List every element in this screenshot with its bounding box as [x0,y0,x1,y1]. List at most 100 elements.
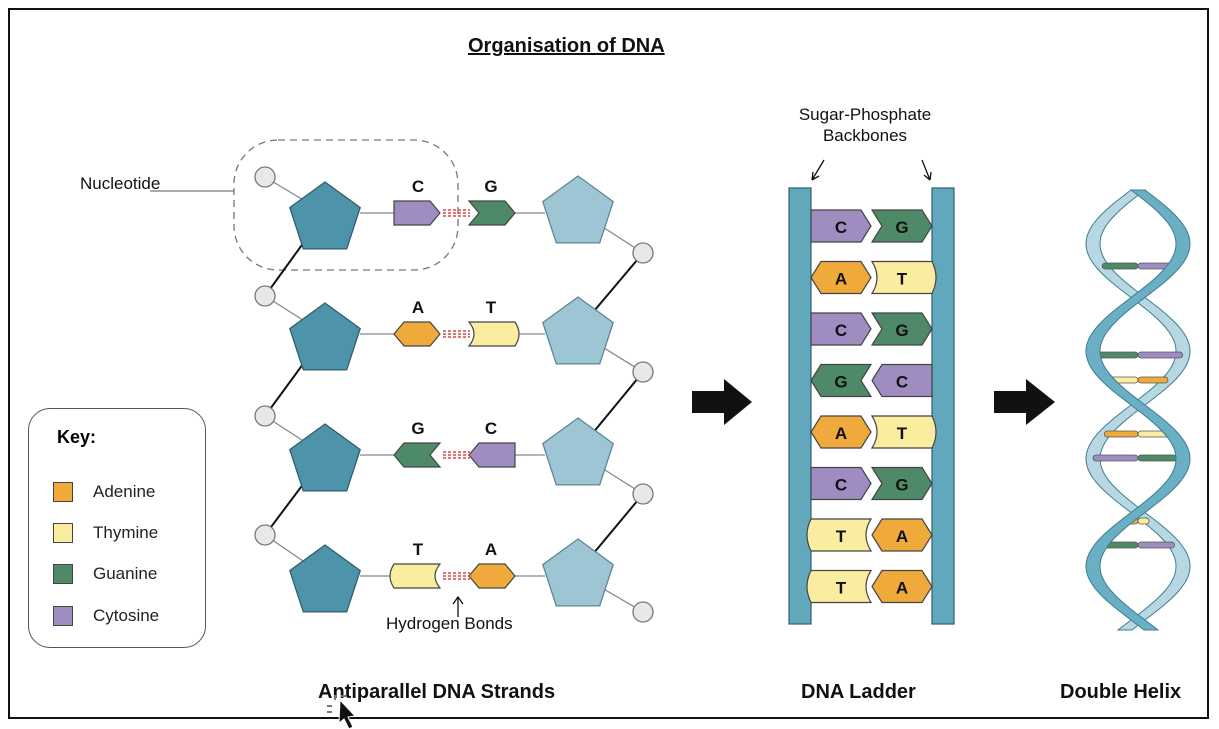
key-swatch [53,523,73,543]
nucleotide-label: Nucleotide [80,174,161,193]
phosphate-group [632,601,654,623]
base-letter: G [895,321,908,340]
key-swatch [53,606,73,626]
phosphate-group [632,242,654,264]
backbones-label-line1: Sugar-Phosphate [798,105,932,124]
base-letter: C [835,218,847,237]
base-letter: A [896,579,908,598]
base-letter: G [411,419,424,438]
cytosine-base [810,209,872,243]
base-letter: T [413,540,424,559]
cytosine-base [393,200,441,226]
base-letter: A [485,540,497,559]
antiparallel-strands: C G A T G C T A [150,139,654,623]
thymine-base [806,518,873,552]
deoxyribose-sugar [542,296,614,365]
helix-caption: Double Helix [1060,681,1182,703]
backbones-label: Sugar-Phosphate Backbones [780,104,950,146]
base-letter: A [412,298,424,317]
diagram-frame [8,8,1209,719]
base-letter: G [895,476,908,495]
guanine-rung [1101,262,1139,270]
diagram-title: Organisation of DNA [468,35,665,57]
thymine-base [870,415,937,449]
key-item-label: Thymine [93,523,159,542]
ladder-caption: DNA Ladder [801,681,916,703]
double-helix [1085,189,1191,631]
guanine-base [870,312,933,346]
guanine-base [467,200,516,226]
base-letter: C [835,321,847,340]
backbone-pointer [921,159,932,181]
base-letter: A [835,270,847,289]
adenine-base [810,415,872,449]
deoxyribose-sugar [289,181,361,250]
cytosine-base [871,363,933,398]
base-letter: T [836,527,847,546]
adenine-rung [1137,376,1169,384]
move-cursor-icon [327,695,357,729]
deoxyribose-sugar [542,538,614,607]
base-letter: A [896,527,908,546]
phosphate-group [254,405,276,427]
base-letter: C [412,177,424,196]
key-item-label: Guanine [93,564,158,583]
base-letter: G [484,177,497,196]
cytosine-base [468,442,516,468]
key-swatch [53,564,73,584]
base-letter: C [485,419,497,438]
base-letter: A [835,424,847,443]
deoxyribose-sugar [289,423,361,492]
base-letter: T [486,298,497,317]
deoxyribose-sugar [542,417,614,486]
backbone-pointer [811,159,825,181]
arrow-to-helix [994,379,1055,425]
flow-arrows [692,379,1055,425]
arrow-to-ladder [692,379,752,425]
phosphate-group [254,524,276,546]
backbone-right [931,187,955,625]
adenine-base [468,563,516,589]
hydrogen-bonds-arrowhead [452,595,464,605]
cytosine-rung [1092,454,1139,462]
thymine-base [806,569,873,604]
key-item-label: Adenine [93,482,156,501]
base-letter: T [897,424,908,443]
phosphate-group [254,285,276,307]
base-letter: C [896,373,908,392]
deoxyribose-sugar [289,544,361,613]
helix-strand-front [1085,189,1191,631]
key-item-label: Cytosine [93,606,160,625]
cursor-arrow [338,698,357,729]
cytosine-rung [1137,351,1184,359]
thymine-base [870,260,937,295]
guanine-base [810,363,873,398]
phosphate-group [254,166,276,188]
hydrogen-bonds-label: Hydrogen Bonds [386,614,513,633]
base-letter: G [834,373,847,392]
cytosine-base [810,312,872,346]
thymine-base [467,321,520,347]
guanine-base [870,466,933,501]
guanine-base [393,442,442,468]
cytosine-rung [1137,541,1175,549]
antiparallel-caption: Antiparallel DNA Strands [318,681,556,703]
adenine-base [393,321,441,347]
backbones-label-line2: Backbones [822,126,908,145]
backbone-left [788,187,812,625]
base-letter: G [895,218,908,237]
thymine-rung [1137,517,1150,525]
nucleotide-outline [233,139,459,271]
adenine-base [871,569,933,604]
phosphate-group [632,483,654,505]
base-letter: T [897,270,908,289]
guanine-base [870,209,933,243]
phosphate-group [632,361,654,383]
cytosine-base [810,466,872,501]
key-title: Key: [57,427,97,447]
cursor-move-marks [327,695,346,713]
adenine-base [810,260,872,295]
base-letter: T [836,579,847,598]
